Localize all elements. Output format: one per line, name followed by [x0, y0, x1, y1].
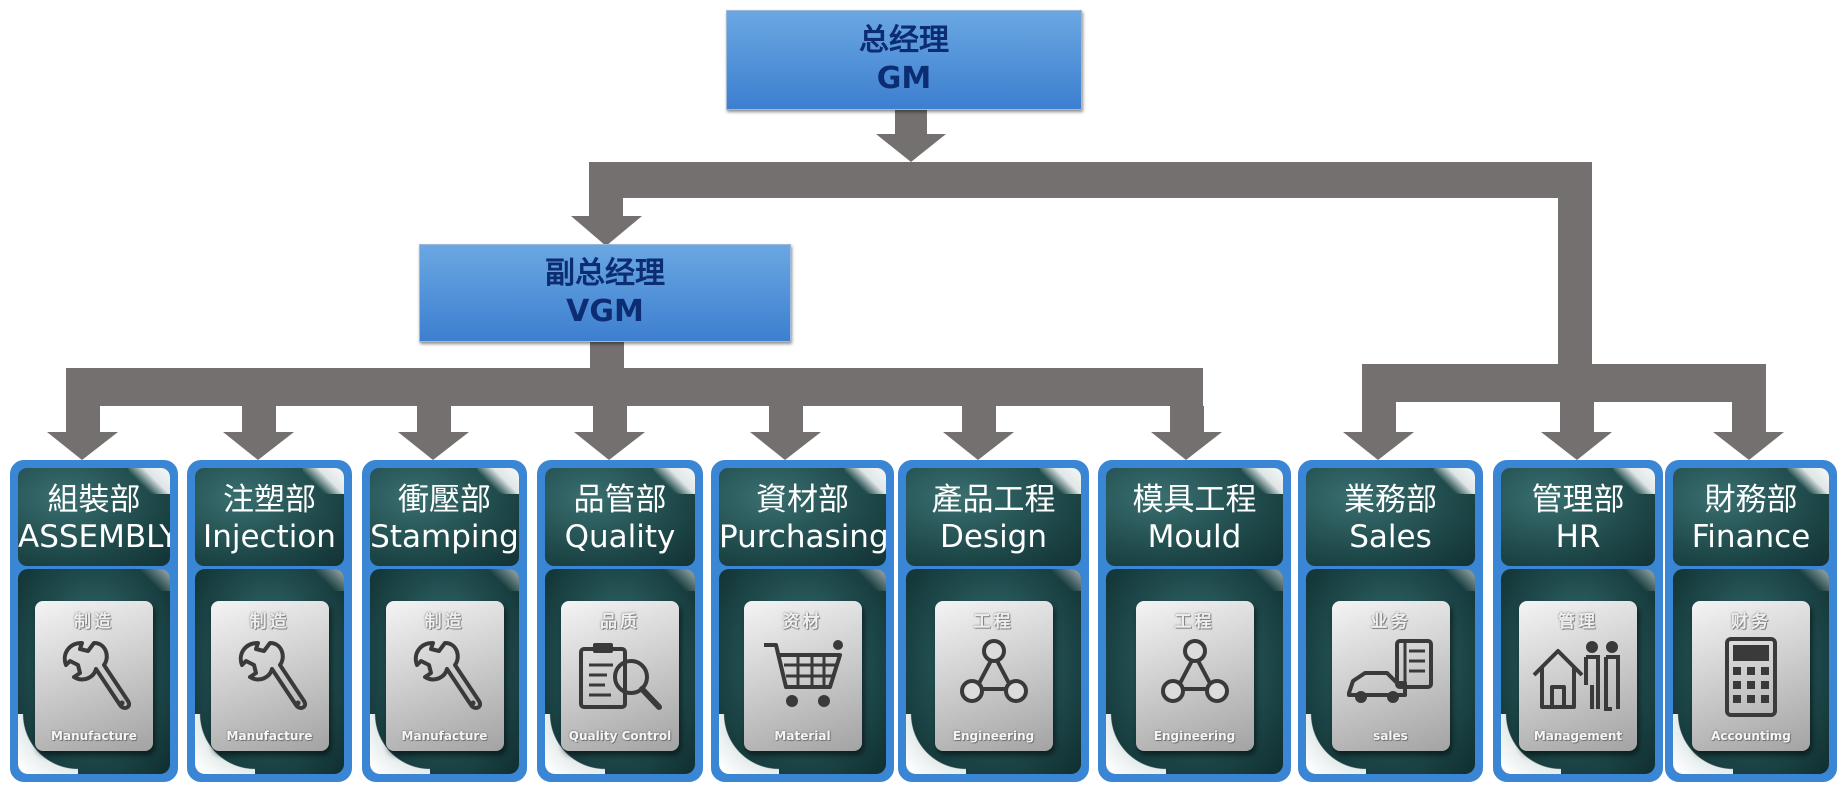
- department-body: 工程 Engineering: [1106, 569, 1283, 774]
- tile-label-cn: 制造: [74, 612, 114, 632]
- department-body: 资材 Material: [719, 569, 886, 774]
- function-tile: 财务 Accountimg: [1692, 601, 1810, 751]
- tile-label-en: Management: [1533, 729, 1623, 743]
- tile-label-en: Material: [774, 729, 831, 743]
- tile-label-en: Accountimg: [1711, 729, 1791, 743]
- department-name-cn: 注塑部: [223, 482, 316, 518]
- department-body: 制造 Manufacture: [370, 569, 519, 774]
- tile-label-en: Manufacture: [51, 729, 137, 743]
- tile-label-cn: 业务: [1370, 612, 1411, 632]
- tile-label-cn: 管理: [1558, 612, 1598, 632]
- department-name-en: Purchasing: [719, 519, 886, 555]
- function-tile: 品质 Quality Control: [561, 601, 679, 751]
- department-body: 业务 sales: [1306, 569, 1475, 774]
- tile-label-cn: 资材: [782, 612, 823, 632]
- department-body: 管理 Management: [1501, 569, 1655, 774]
- tile-label-en: Quality Control: [568, 729, 672, 743]
- department-name-en: Finance: [1691, 519, 1811, 555]
- function-tile: 业务 sales: [1331, 601, 1450, 751]
- tile-label-cn: 工程: [1174, 612, 1215, 632]
- tile-label-en: Manufacture: [226, 729, 313, 743]
- department-body: 品质 Quality Control: [545, 569, 695, 774]
- department-name-en: Quality: [564, 519, 676, 555]
- function-tile: 制造 Manufacture: [210, 601, 329, 751]
- function-tile: 工程 Engineering: [934, 601, 1053, 751]
- department-name-cn: 管理部: [1531, 482, 1625, 518]
- department-name-cn: 模具工程: [1132, 482, 1257, 518]
- tile-label-en: Engineering: [952, 729, 1035, 743]
- function-tile: 资材 Material: [743, 601, 862, 751]
- department-name-cn: 衝壓部: [398, 482, 491, 518]
- tile-label-cn: 工程: [973, 612, 1014, 632]
- gm-title-cn: 总经理: [859, 23, 949, 58]
- department-body: 工程 Engineering: [906, 569, 1081, 774]
- department-name-cn: 財務部: [1704, 482, 1798, 518]
- gm-title-en: GM: [876, 61, 932, 96]
- department-name-cn: 品管部: [573, 482, 667, 518]
- tile-label-cn: 财务: [1731, 612, 1771, 632]
- department-name-en: ASSEMBLY: [18, 519, 170, 555]
- department-body: 制造 Manufacture: [195, 569, 344, 774]
- department-body: 制造 Manufacture: [18, 569, 170, 774]
- department-name-cn: 產品工程: [931, 482, 1056, 518]
- department-name-en: Sales: [1349, 519, 1432, 555]
- department-name-cn: 資材部: [756, 482, 849, 518]
- tile-label-en: Engineering: [1153, 729, 1236, 743]
- department-name-cn: 業務部: [1344, 482, 1437, 518]
- department-name-cn: 組裝部: [47, 482, 141, 518]
- vgm-box: 副总经理 VGM: [419, 244, 791, 342]
- function-tile: 管理 Management: [1519, 601, 1637, 751]
- tile-label-cn: 制造: [424, 612, 465, 632]
- function-tile: 制造 Manufacture: [385, 601, 504, 751]
- department-name-en: Injection: [203, 519, 336, 555]
- tile-label-cn: 制造: [249, 612, 290, 632]
- tile-label-en: sales: [1373, 729, 1408, 743]
- function-tile: 制造 Manufacture: [35, 601, 153, 751]
- department-name-en: Stamping: [370, 519, 519, 555]
- vgm-title-cn: 副总经理: [545, 256, 665, 291]
- tile-label-en: Manufacture: [401, 729, 488, 743]
- vgm-title-en: VGM: [566, 294, 644, 329]
- tile-label-cn: 品质: [600, 612, 640, 632]
- department-body: 财务 Accountimg: [1673, 569, 1829, 774]
- department-name-en: Mould: [1147, 519, 1242, 555]
- department-name-en: Design: [939, 519, 1048, 555]
- function-tile: 工程 Engineering: [1135, 601, 1254, 751]
- gm-box: 总经理 GM: [726, 10, 1082, 110]
- department-name-en: HR: [1555, 519, 1601, 555]
